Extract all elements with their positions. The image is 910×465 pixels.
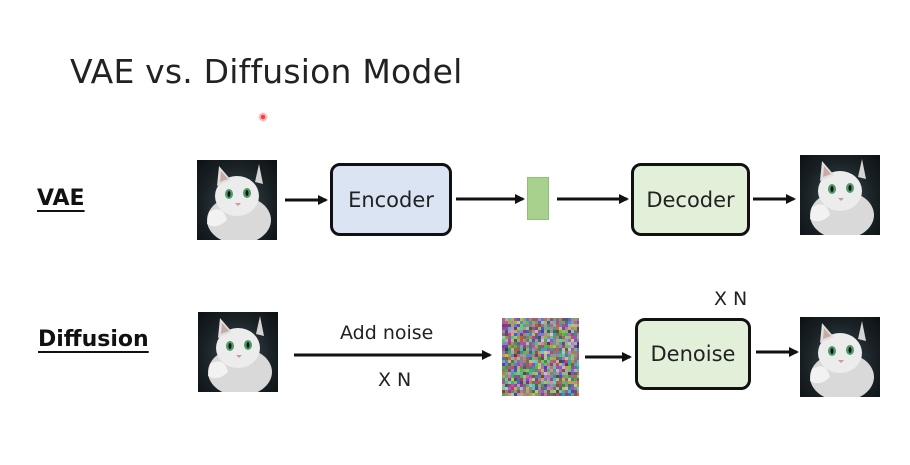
vae-input-cat-image — [197, 160, 277, 240]
encoder-label: Encoder — [348, 187, 434, 212]
diffusion-output-cat-image — [800, 317, 880, 397]
vae-row-label: VAE — [37, 186, 85, 211]
latent-vector — [527, 177, 549, 220]
vae-output-cat-image — [800, 155, 880, 235]
diffusion-input-cat-image — [198, 312, 278, 392]
noise-image — [502, 318, 579, 396]
decoder-box: Decoder — [631, 163, 750, 236]
add-noise-label: Add noise — [340, 322, 434, 344]
diffusion-row-label: Diffusion — [38, 327, 149, 352]
forward-repeat-label: X N — [378, 369, 412, 391]
reverse-repeat-label: X N — [714, 288, 748, 310]
denoise-label: Denoise — [650, 342, 736, 366]
decoder-label: Decoder — [646, 187, 735, 212]
slide-title: VAE vs. Diffusion Model — [70, 52, 463, 91]
encoder-box: Encoder — [330, 163, 452, 236]
laser-pointer-dot — [258, 112, 268, 122]
denoise-box: Denoise — [635, 318, 751, 390]
